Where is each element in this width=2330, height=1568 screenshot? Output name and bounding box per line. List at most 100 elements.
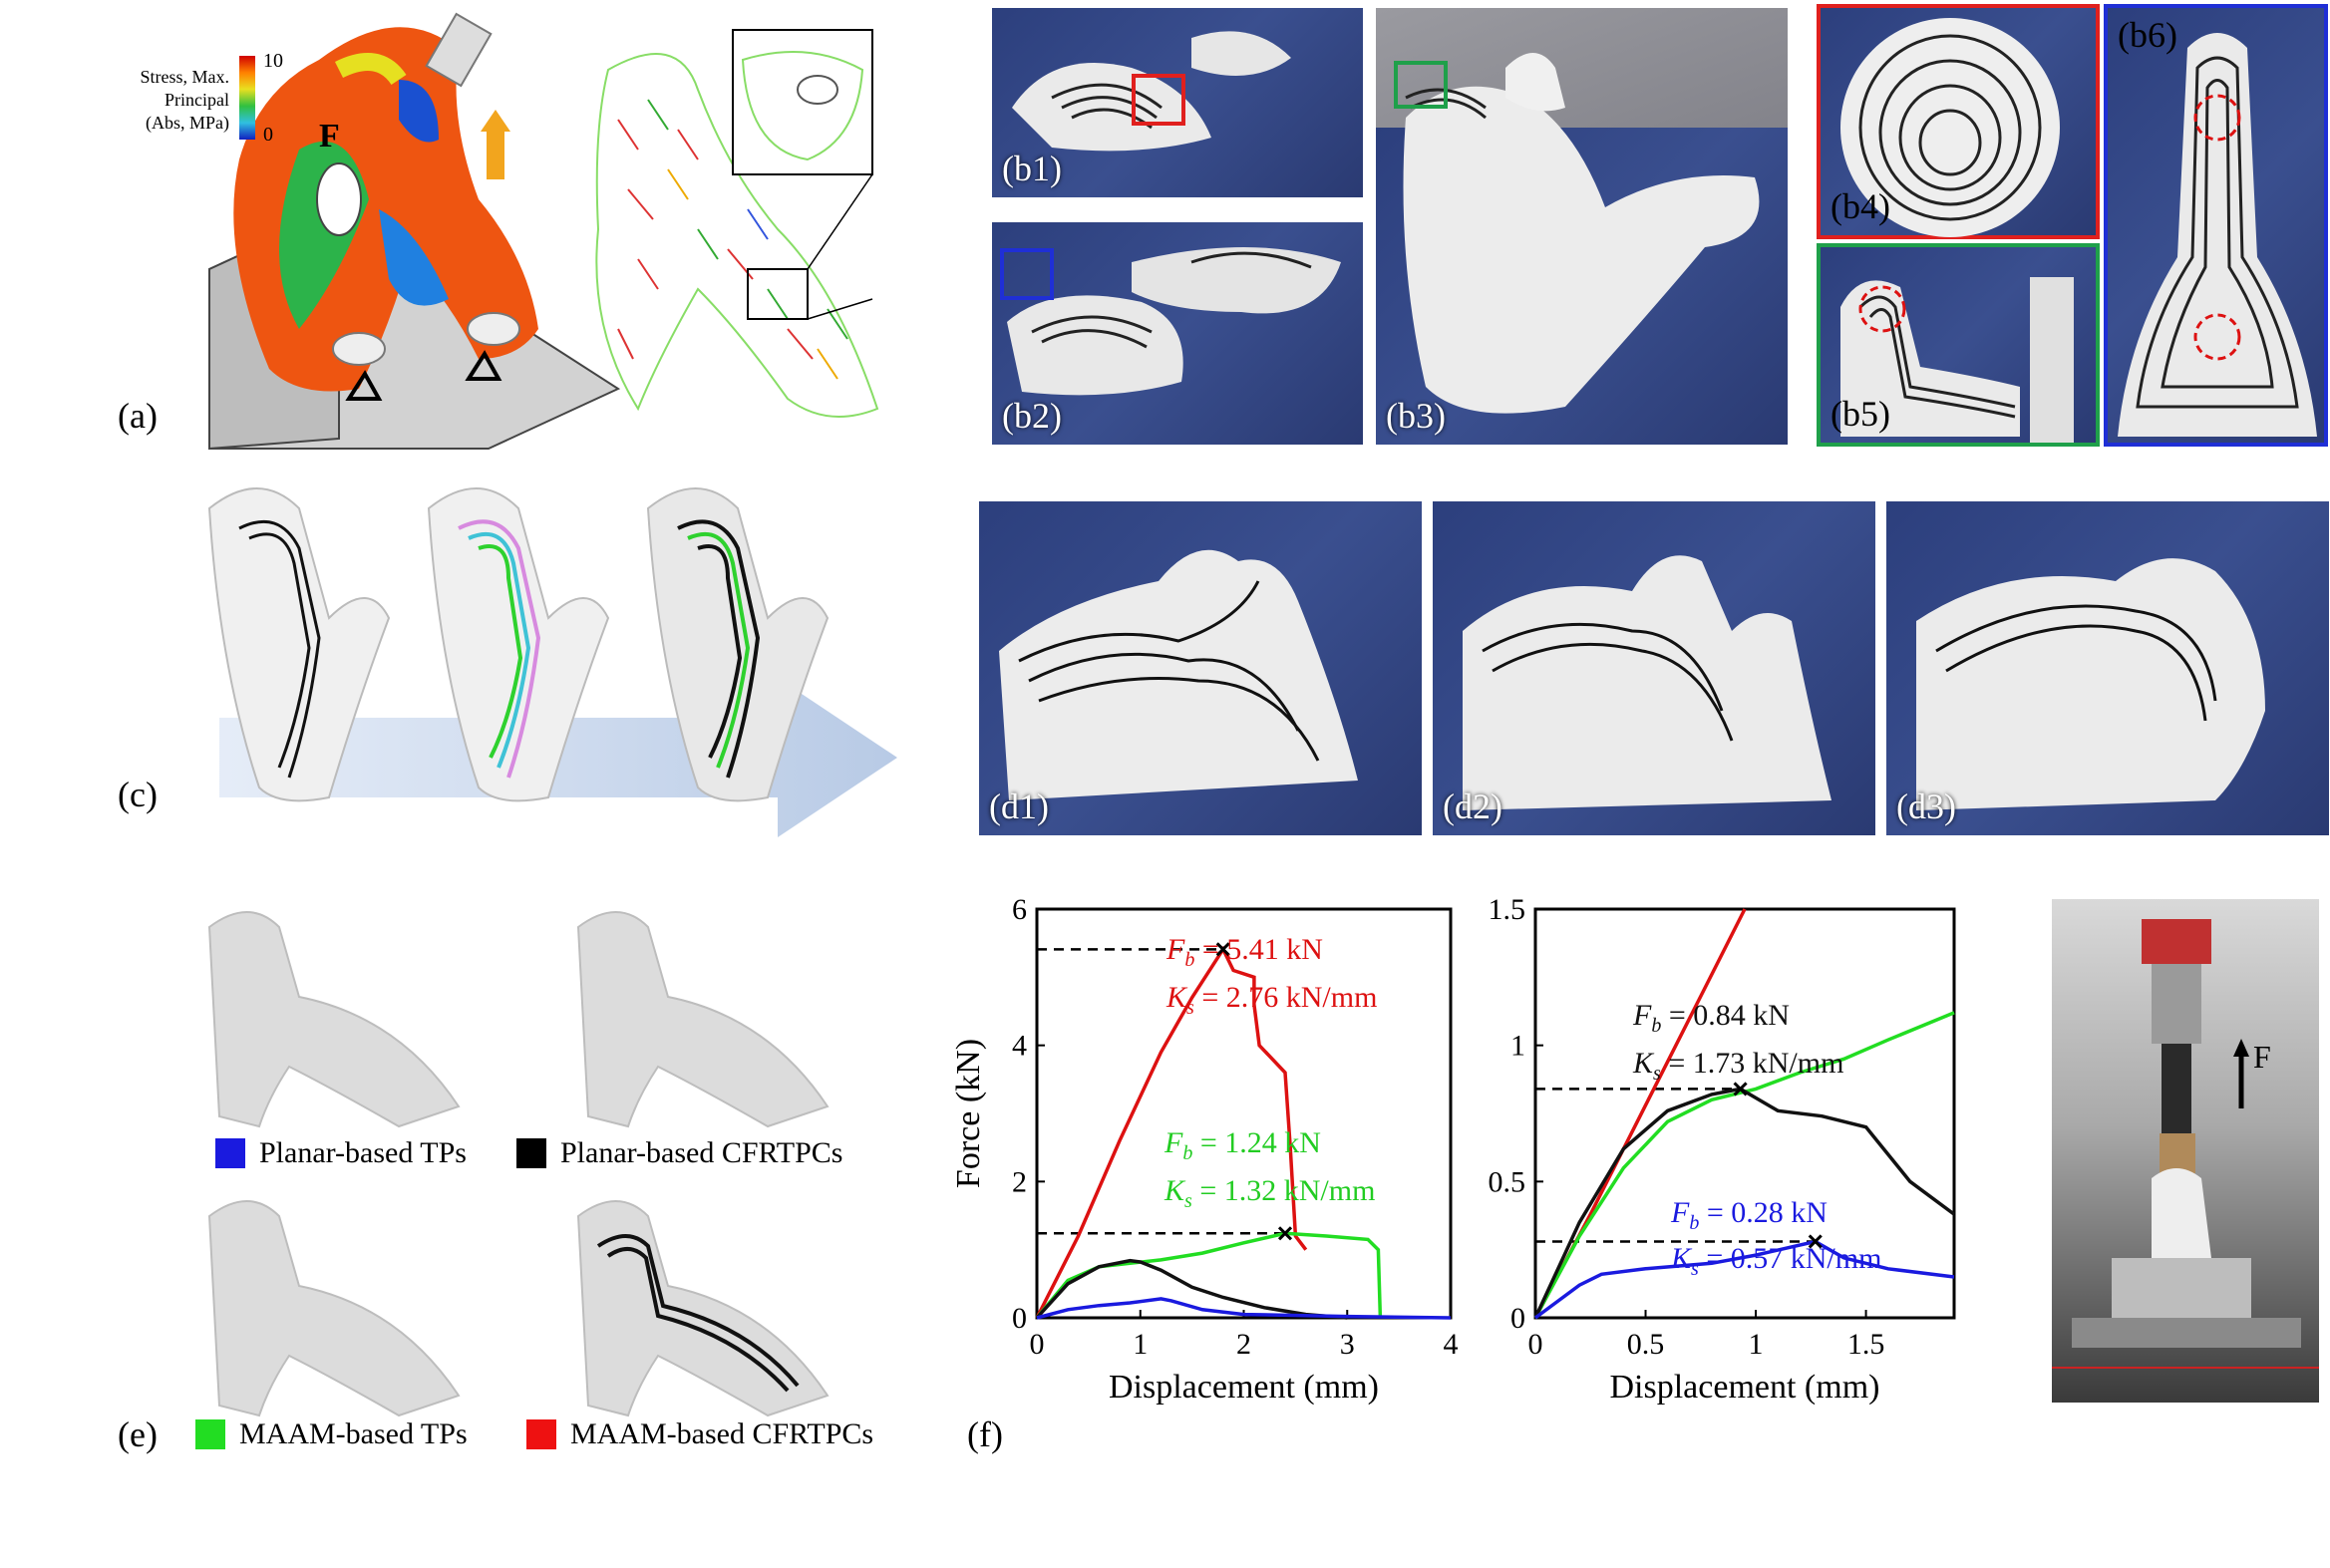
scanned-specimens	[207, 911, 830, 1417]
colorbar-max: 10	[263, 50, 283, 72]
panel-c: (c)	[0, 469, 977, 837]
chart-annotation: Fb = 1.24 kN	[1164, 1126, 1321, 1164]
legend-planar-tps: Planar-based TPs	[215, 1136, 467, 1170]
fiber-spiral-closeup	[1840, 18, 2060, 237]
peak-marker	[1277, 1226, 1293, 1241]
fiber-corner-closeup	[1840, 277, 2074, 443]
panel-d3-label: (d3)	[1896, 786, 1956, 826]
x-tick-label: 4	[1444, 1328, 1459, 1361]
tensile-test-rig	[2052, 919, 2319, 1369]
legend-maam-cfrtpcs: MAAM-based CFRTPCs	[526, 1417, 873, 1451]
stress-vector-field	[595, 29, 879, 418]
panel-a-label: (a)	[118, 396, 158, 436]
photo-b3: (b3)	[1376, 8, 1788, 445]
panel-e-label: (e)	[118, 1414, 158, 1454]
chart-annotation: Ks = 0.57 kN/mm	[1670, 1242, 1881, 1280]
y-tick-label: 4	[1012, 1030, 1027, 1063]
panel-d2-label: (d2)	[1443, 786, 1502, 826]
photo-b4: (b4)	[1817, 4, 2100, 239]
series-line	[1533, 1011, 1955, 1319]
peak-marker	[1733, 1082, 1748, 1097]
y-tick-label: 1.5	[1489, 893, 1526, 926]
x-tick-label: 1.5	[1847, 1328, 1885, 1361]
series-line	[1035, 1258, 1348, 1320]
series-line	[1533, 1239, 1955, 1320]
legend-label: Planar-based CFRTPCs	[560, 1136, 843, 1169]
y-axis-label: Force (kN)	[950, 1039, 987, 1188]
peak-marker	[1215, 942, 1230, 957]
chart-annotation: Fb = 0.28 kN	[1670, 1196, 1828, 1234]
series-line	[1035, 1231, 1383, 1320]
x-tick-label: 0	[1528, 1328, 1543, 1361]
panel-b3-label: (b3)	[1386, 396, 1446, 436]
toolpath-sequence-illustration	[207, 487, 897, 837]
x-tick-label: 1	[1133, 1328, 1148, 1361]
printed-part-photo	[1012, 31, 1291, 152]
support-triangle-marker	[465, 350, 502, 381]
legend-swatch	[195, 1419, 225, 1449]
chart-annotation: Ks = 1.32 kN/mm	[1164, 1174, 1375, 1212]
legend-label: Planar-based TPs	[259, 1136, 467, 1169]
photo-b5: (b5)	[1817, 243, 2100, 447]
panel-b4-label: (b4)	[1831, 186, 1890, 226]
stress-fea-model	[208, 12, 621, 451]
panel-f-label: (f)	[967, 1414, 1003, 1454]
panel-b6-label: (b6)	[2118, 15, 2177, 55]
chart-annotation: Ks = 2.76 kN/mm	[1165, 981, 1377, 1019]
legend-swatch	[215, 1138, 245, 1168]
photo-b6: (b6)	[2104, 4, 2328, 447]
chart-annotation: Ks = 1.73 kN/mm	[1632, 1047, 1843, 1085]
y-tick-label: 1	[1510, 1030, 1525, 1063]
panel-e: Planar-based TPs Planar-based CFRTPCs MA…	[0, 867, 957, 1485]
panel-d1-label: (d1)	[989, 786, 1049, 826]
x-tick-label: 3	[1340, 1328, 1355, 1361]
fiber-loop-closeup	[2118, 33, 2317, 437]
photo-d3: (d3)	[1886, 501, 2329, 835]
y-tick-label: 0	[1510, 1302, 1525, 1335]
panel-c-label: (c)	[118, 775, 158, 814]
printed-part-photo	[999, 549, 1358, 800]
peak-marker	[1808, 1234, 1823, 1249]
legend-label: MAAM-based CFRTPCs	[570, 1417, 874, 1450]
printed-part-photo	[1394, 53, 1760, 414]
force-label: F	[2253, 1039, 2271, 1075]
printed-part-photo	[1916, 558, 2265, 810]
legend-label: MAAM-based TPs	[239, 1417, 468, 1450]
y-tick-label: 0.5	[1489, 1165, 1526, 1198]
legend-planar-cfrtpcs: Planar-based CFRTPCs	[516, 1136, 842, 1170]
panel-b2-label: (b2)	[1002, 396, 1062, 436]
colorbar-title: Stress, Max. Principal (Abs, MPa)	[140, 67, 230, 133]
chart-annotation: Fb = 5.41 kN	[1165, 933, 1323, 971]
colorbar	[239, 56, 255, 140]
photo-d2: (d2)	[1433, 501, 1875, 835]
x-axis-label: Displacement (mm)	[1109, 1369, 1379, 1406]
y-tick-label: 0	[1012, 1302, 1027, 1335]
series-line	[1035, 945, 1308, 1319]
printed-part-photo	[1463, 555, 1831, 810]
support-triangle-marker	[345, 370, 383, 401]
y-tick-label: 6	[1012, 893, 1027, 926]
colorbar-min: 0	[263, 124, 273, 146]
panel-a: F Stress, Max. Principal (Abs, MPa) 10 0…	[0, 0, 977, 451]
chart-annotation: Fb = 0.84 kN	[1632, 999, 1790, 1037]
x-tick-label: 1	[1749, 1328, 1764, 1361]
series-line	[1036, 1297, 1452, 1320]
panel-b5-label: (b5)	[1831, 394, 1890, 434]
x-tick-label: 2	[1236, 1328, 1251, 1361]
printed-part-photo	[1000, 247, 1341, 396]
panel-b1-label: (b1)	[1002, 149, 1062, 188]
legend-swatch	[526, 1419, 556, 1449]
x-axis-label: Displacement (mm)	[1610, 1369, 1880, 1406]
x-tick-label: 0.5	[1627, 1328, 1665, 1361]
photo-b1: (b1)	[992, 8, 1363, 197]
photo-b2: (b2)	[992, 222, 1363, 445]
y-tick-label: 2	[1012, 1165, 1027, 1198]
test-setup-photo: F	[2052, 899, 2319, 1403]
plot-frame	[1035, 907, 1453, 1320]
force-label: F	[319, 118, 340, 155]
legend-swatch	[516, 1138, 546, 1168]
x-tick-label: 0	[1030, 1328, 1045, 1361]
photo-d1: (d1)	[979, 501, 1422, 835]
